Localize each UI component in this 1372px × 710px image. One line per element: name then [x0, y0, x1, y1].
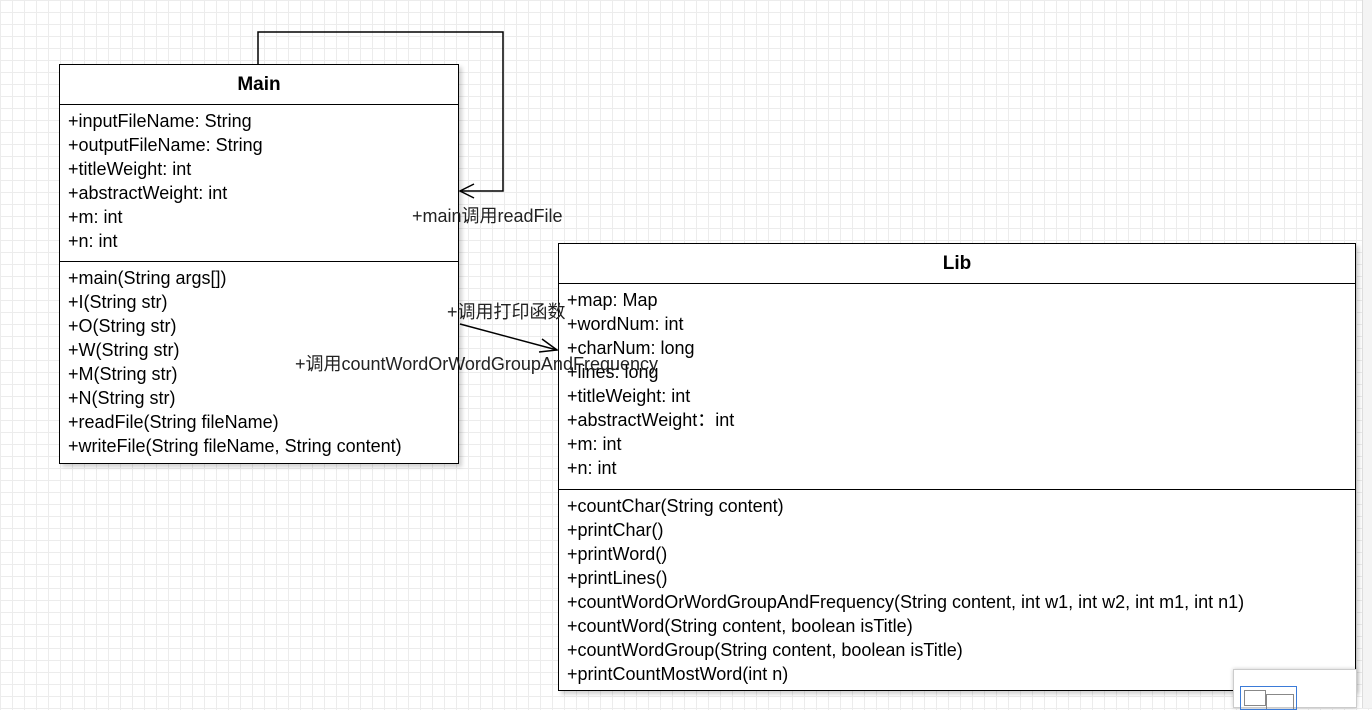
method: +countWordGroup(String content, boolean …	[567, 640, 963, 660]
method: +countWord(String content, boolean isTit…	[567, 616, 913, 636]
method: +writeFile(String fileName, String conte…	[68, 436, 402, 456]
class-main-title: Main	[60, 65, 458, 105]
attribute: +titleWeight: int	[68, 159, 192, 179]
attribute: +outputFileName: String	[68, 135, 263, 155]
class-lib-methods: +countChar(String content) +printChar() …	[559, 490, 1355, 686]
minimap-viewport[interactable]	[1240, 686, 1297, 710]
self-call-label[interactable]: +main调用readFile	[412, 206, 563, 226]
method: +printWord()	[567, 544, 668, 564]
attribute: +n: int	[68, 231, 118, 251]
attribute: +inputFileName: String	[68, 111, 252, 131]
count-call-label[interactable]: +调用countWordOrWordGroupAndFrequency	[295, 354, 658, 374]
method: +W(String str)	[68, 340, 180, 360]
attribute: +lines: long	[567, 362, 659, 382]
minimap-shape	[1244, 690, 1266, 706]
vertical-scrollbar[interactable]	[1362, 0, 1372, 708]
class-lib-attributes: +map: Map +wordNum: int +charNum: long +…	[559, 284, 1355, 490]
method: +I(String str)	[68, 292, 168, 312]
method: +main(String args[])	[68, 268, 227, 288]
method: +printLines()	[567, 568, 668, 588]
class-lib-title: Lib	[559, 244, 1355, 284]
attribute: +abstractWeight: int	[68, 183, 228, 203]
method: +countChar(String content)	[567, 496, 784, 516]
method: +O(String str)	[68, 316, 177, 336]
attribute: +map: Map	[567, 290, 658, 310]
class-lib[interactable]: Lib +map: Map +wordNum: int +charNum: lo…	[558, 243, 1356, 691]
class-main-attributes: +inputFileName: String +outputFileName: …	[60, 105, 458, 262]
method: +readFile(String fileName)	[68, 412, 279, 432]
attribute: +titleWeight: int	[567, 386, 691, 406]
attribute: +n: int	[567, 458, 617, 478]
minimap[interactable]	[1233, 669, 1357, 710]
self-call-arrowhead	[458, 183, 475, 199]
main-to-lib-edge	[459, 323, 558, 351]
method: +countWordOrWordGroupAndFrequency(String…	[567, 592, 1245, 612]
class-main[interactable]: Main +inputFileName: String +outputFileN…	[59, 64, 459, 464]
attribute: +wordNum: int	[567, 314, 684, 334]
method: +printChar()	[567, 520, 664, 540]
attribute: +abstractWeight：int	[567, 410, 735, 430]
print-call-label[interactable]: +调用打印函数	[447, 302, 566, 322]
class-main-methods: +main(String args[]) +I(String str) +O(S…	[60, 262, 458, 458]
method: +M(String str)	[68, 364, 178, 384]
method: +printCountMostWord(int n)	[567, 664, 789, 684]
method: +N(String str)	[68, 388, 176, 408]
attribute: +m: int	[567, 434, 622, 454]
attribute: +charNum: long	[567, 338, 695, 358]
attribute: +m: int	[68, 207, 123, 227]
